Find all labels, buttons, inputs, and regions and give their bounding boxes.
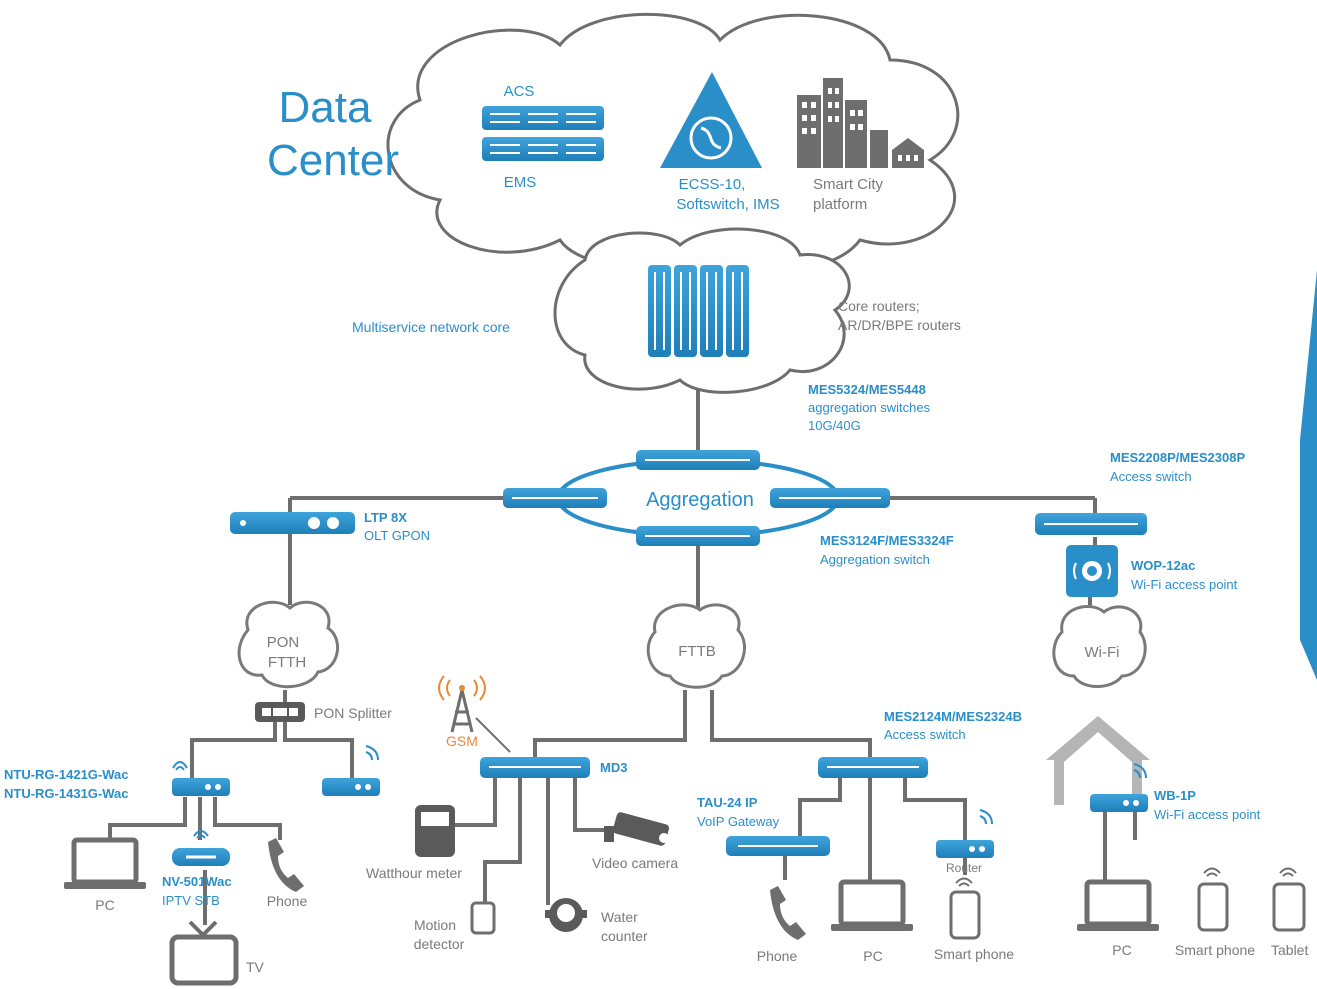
motion-detector-icon [470, 901, 496, 935]
ftth-phone-icon [268, 838, 304, 892]
access-switch-top-icon [1035, 513, 1147, 535]
wop-access-point-icon [1066, 545, 1118, 597]
water-label-2: counter [601, 928, 648, 944]
fttb-router-icon [936, 809, 994, 858]
fttb-laptop-icon [831, 879, 913, 931]
tv-label: TV [246, 959, 265, 975]
data-center-cloud [386, 12, 960, 271]
title-data: Data [279, 83, 372, 132]
pon-splitter-label: PON Splitter [314, 705, 392, 721]
ltp-model: LTP 8X [364, 510, 407, 525]
connection-lines [108, 362, 1137, 925]
ntu-label-2: NTU-RG-1431G-Wac [4, 786, 128, 801]
ltp-desc: OLT GPON [364, 528, 430, 543]
fttb-phone-icon [770, 886, 806, 940]
ltp-olt-icon [230, 512, 355, 534]
wifi-laptop-icon [1077, 879, 1159, 931]
fttb-smartphone-label: Smart phone [934, 946, 1014, 962]
iptv-stb-icon [172, 830, 230, 866]
watthour-meter-icon [415, 805, 455, 857]
gsm-label: GSM [446, 733, 478, 749]
fttb-cloud [646, 603, 747, 689]
ftth-pc-label: PC [95, 897, 114, 913]
wb-model: WB-1P [1154, 788, 1196, 803]
wop-model: WOP-12ac [1131, 558, 1195, 573]
ftth-phone-label: Phone [267, 893, 308, 909]
water-counter-icon [545, 898, 587, 932]
video-camera-icon [604, 812, 670, 846]
acs-ems-server-icon [482, 106, 604, 161]
access-mid-model: MES2124M/MES2324B [884, 709, 1022, 724]
ems-label: EMS [504, 174, 537, 191]
smart-city-label-1: Smart City [813, 176, 884, 193]
motion-label-1: Motion [414, 917, 456, 933]
fttb-phone-label: Phone [757, 948, 798, 964]
acs-label: ACS [504, 83, 535, 100]
core-right-label-1: Core routers; [838, 298, 920, 314]
core-right-label-2: AR/DR/BPE routers [838, 317, 961, 333]
router-label: Router [946, 861, 982, 875]
tablet-icon [1272, 867, 1306, 932]
wifi-cloud-label: Wi-Fi [1085, 644, 1120, 661]
access-top-model: MES2208P/MES2308P [1110, 450, 1245, 465]
wifi-smartphone-icon [1197, 867, 1229, 932]
water-label-1: Water [601, 909, 638, 925]
md3-switch-icon [480, 757, 590, 778]
pon-ftth-cloud [237, 600, 339, 689]
pon-splitter-icon [255, 702, 305, 722]
agg-switch-desc: Aggregation switch [820, 552, 930, 567]
watthour-label: Watthour meter [366, 865, 462, 881]
core-router-icon [648, 265, 749, 357]
wifi-pc-label: PC [1112, 942, 1131, 958]
aggregation-switch-icons [503, 450, 890, 546]
md3-label: MD3 [600, 760, 627, 775]
tau-model: TAU-24 IP [697, 795, 758, 810]
pon-cloud-label-2: FTTH [268, 654, 306, 671]
tau-gateway-icon [726, 836, 830, 856]
wop-desc: Wi-Fi access point [1131, 577, 1238, 592]
wb-desc: Wi-Fi access point [1154, 807, 1261, 822]
house-icon [1046, 716, 1150, 805]
access-top-desc: Access switch [1110, 469, 1192, 484]
agg-switch-model: MES3124F/MES3324F [820, 533, 954, 548]
motion-label-2: detector [414, 936, 465, 952]
agg-switches-desc-1: aggregation switches [808, 400, 931, 415]
pon-cloud-label-1: PON [267, 634, 300, 651]
core-left-label: Multiservice network core [352, 319, 510, 335]
access-switch-mid-icon [818, 757, 928, 778]
ecss-triangle-icon [660, 72, 762, 168]
stb-desc: IPTV STB [162, 893, 220, 908]
wifi-cloud [1052, 605, 1147, 688]
fttb-smartphone-icon [949, 877, 981, 940]
tablet-label: Tablet [1271, 942, 1308, 958]
ntu-router-icon [172, 761, 230, 796]
fttb-pc-label: PC [863, 948, 882, 964]
smart-city-label-2: platform [813, 196, 867, 213]
agg-switches-desc-2: 10G/40G [808, 418, 861, 433]
ecss-label-2: Softswitch, IMS [676, 196, 779, 213]
fttb-cloud-label: FTTB [678, 643, 716, 660]
stb-model: NV-501Wac [162, 874, 232, 889]
gsm-tower-icon [438, 675, 511, 753]
title-center: Center [267, 136, 399, 185]
ftth-laptop-icon [64, 837, 146, 889]
edge-arrow-shape [1300, 270, 1317, 680]
smart-city-buildings-icon [797, 78, 924, 168]
wb-access-point-icon [1090, 763, 1148, 812]
video-camera-label: Video camera [592, 855, 678, 871]
ntu-label-1: NTU-RG-1421G-Wac [4, 767, 128, 782]
aggregation-label: Aggregation [646, 489, 754, 511]
ntu-router-2-icon [322, 745, 380, 796]
tv-icon [169, 920, 239, 986]
wifi-smartphone-label: Smart phone [1175, 942, 1255, 958]
ecss-label-1: ECSS-10, [679, 176, 746, 193]
tau-desc: VoIP Gateway [697, 814, 780, 829]
access-mid-desc: Access switch [884, 727, 966, 742]
agg-switches-model: MES5324/MES5448 [808, 382, 926, 397]
